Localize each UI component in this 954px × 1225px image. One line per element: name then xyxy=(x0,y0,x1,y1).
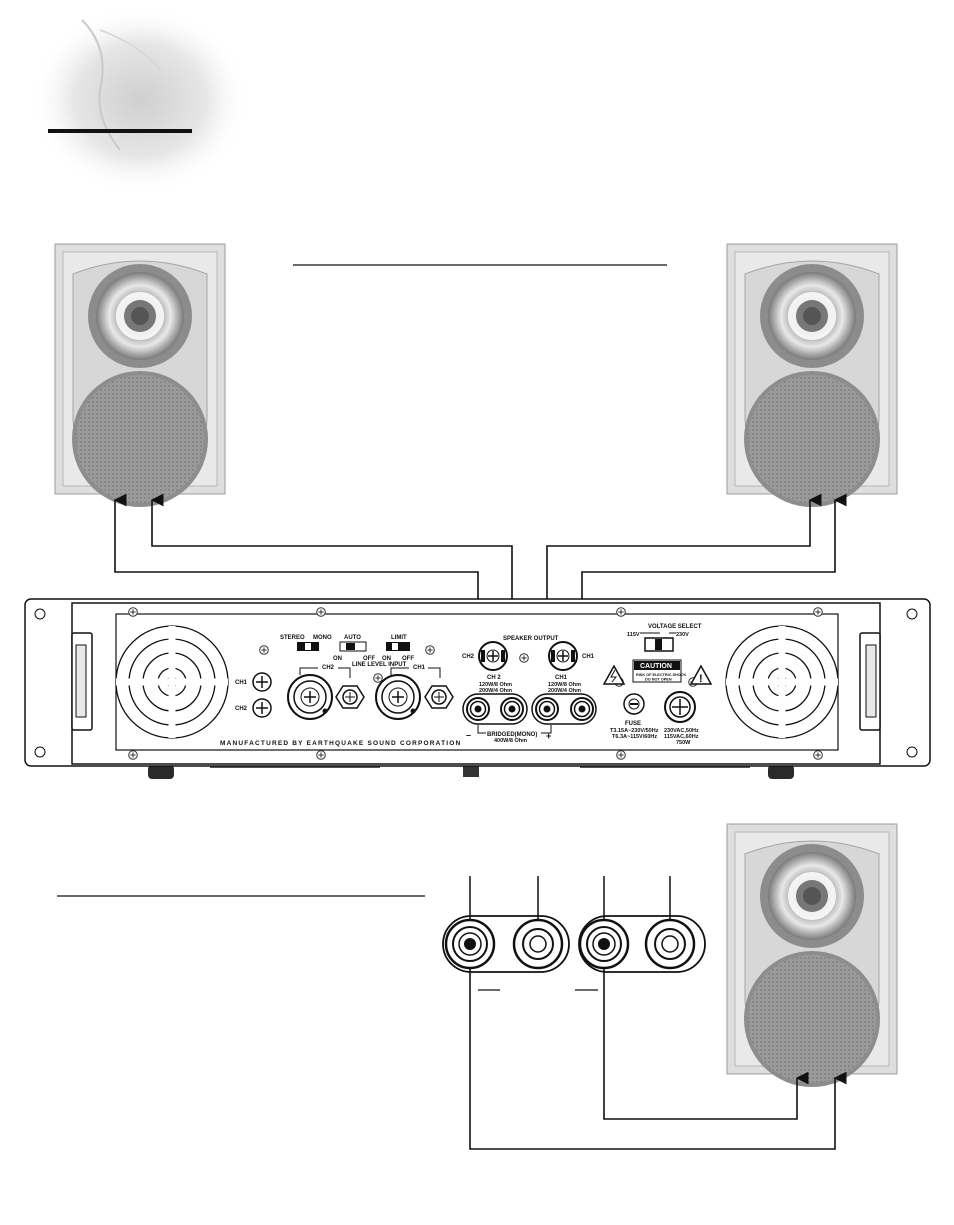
wire-bridged-neg xyxy=(469,968,847,1150)
label-mono: MONO xyxy=(313,635,332,641)
label-limit: LIMIT xyxy=(391,635,407,641)
amp-foot-left xyxy=(148,765,174,779)
xlr-input-ch2[interactable] xyxy=(287,674,333,720)
label-line-ch2: CH2 xyxy=(322,665,335,671)
label-auto: AUTO xyxy=(344,635,361,641)
header-rule xyxy=(48,129,192,133)
speaker-left xyxy=(54,243,226,508)
label-caution: CAUTION xyxy=(640,663,672,670)
label-bridged-minus: – xyxy=(466,730,471,740)
label-input-ch1: CH1 xyxy=(235,680,248,686)
bridged-terminals-detail xyxy=(442,876,706,991)
label-speakon-ch1: CH1 xyxy=(582,654,595,660)
label-bridged-rating: 400W/8 Ohm xyxy=(494,738,527,744)
label-line-level-input: LINE LEVEL INPUT xyxy=(352,662,407,668)
trs-input-ch2[interactable] xyxy=(335,685,365,709)
label-ch1: CH1 xyxy=(555,675,568,681)
trs-input-ch1[interactable] xyxy=(424,685,454,709)
label-speaker-output: SPEAKER OUTPUT xyxy=(503,636,559,642)
label-bridged: BRIDGED(MONO) xyxy=(487,732,537,738)
speakon-ch1[interactable] xyxy=(548,641,578,671)
label-power-2: 115VAC,60Hz xyxy=(664,734,699,740)
label-ch1-rating-4: 200W/4 Ohm xyxy=(548,688,581,694)
label-stereo: STEREO xyxy=(280,635,305,641)
label-limit-on: ON xyxy=(382,656,391,662)
detail-post-ch1-pos[interactable] xyxy=(644,918,696,970)
detail-post-ch2-neg[interactable] xyxy=(444,918,496,970)
speaker-right xyxy=(726,243,898,508)
label-230v: 230V xyxy=(676,632,689,638)
label-line-ch1: CH1 xyxy=(413,665,426,671)
label-auto-off: OFF xyxy=(363,656,375,662)
label-caution-sub2: DO NOT OPEN xyxy=(645,678,672,682)
label-power-3: 750W xyxy=(676,740,691,746)
label-fuse-rating-2: T6.3A~115V/60Hz xyxy=(612,734,657,740)
speaker-bridged xyxy=(726,823,898,1088)
amp-bottom-tab xyxy=(463,765,479,777)
label-manufacturer: MANUFACTURED BY EARTHQUAKE SOUND CORPORA… xyxy=(220,740,461,747)
bridged-wiring xyxy=(469,968,847,1150)
header-decoration xyxy=(30,5,250,195)
label-fuse-rating-1: T3.15A~230V/50Hz xyxy=(610,728,659,734)
label-bridged-plus: + xyxy=(546,731,551,741)
power-inlet[interactable] xyxy=(664,691,696,723)
warning-exclaim-icon: ! xyxy=(689,664,713,685)
label-fuse: FUSE xyxy=(625,721,641,727)
label-ch1-rating-8: 120W/8 Ohm xyxy=(548,682,581,688)
amp-foot-right xyxy=(768,765,794,779)
label-ch2-rating-4: 200W/4 Ohm xyxy=(479,688,512,694)
label-voltage-select: VOLTAGE SELECT xyxy=(648,624,702,630)
svg-text:!: ! xyxy=(699,673,703,685)
amplifier-rear-panel: STEREO MONO AUTO ON OFF LIMIT ON OFF CH1… xyxy=(24,598,931,779)
wire-bridged-pos xyxy=(603,968,809,1120)
label-limit-off: OFF xyxy=(402,656,414,662)
label-speakon-ch2: CH2 xyxy=(462,654,475,660)
label-caution-sub: RISK OF ELECTRIC SHOCK xyxy=(636,673,686,677)
label-ch2: CH 2 xyxy=(487,675,501,681)
binding-post-ch2-pos[interactable] xyxy=(500,697,524,721)
xlr-input-ch1[interactable] xyxy=(375,674,421,720)
speakon-ch2[interactable] xyxy=(478,641,508,671)
label-power-1: 230VAC,50Hz xyxy=(664,728,699,734)
binding-post-ch1-neg[interactable] xyxy=(535,697,559,721)
label-115v: 115V xyxy=(627,632,640,638)
label-ch2-rating-8: 120W/8 Ohm xyxy=(479,682,512,688)
detail-post-ch1-neg[interactable] xyxy=(578,918,630,970)
fan-grille-right xyxy=(725,625,839,739)
label-auto-on: ON xyxy=(333,656,342,662)
binding-post-ch1-pos[interactable] xyxy=(570,697,594,721)
binding-post-ch2-neg[interactable] xyxy=(466,697,490,721)
label-input-ch2: CH2 xyxy=(235,706,248,712)
fan-grille-left xyxy=(115,625,229,739)
detail-post-ch2-pos[interactable] xyxy=(512,918,564,970)
warning-shock-icon xyxy=(602,664,626,685)
fuse-holder[interactable] xyxy=(623,693,645,715)
